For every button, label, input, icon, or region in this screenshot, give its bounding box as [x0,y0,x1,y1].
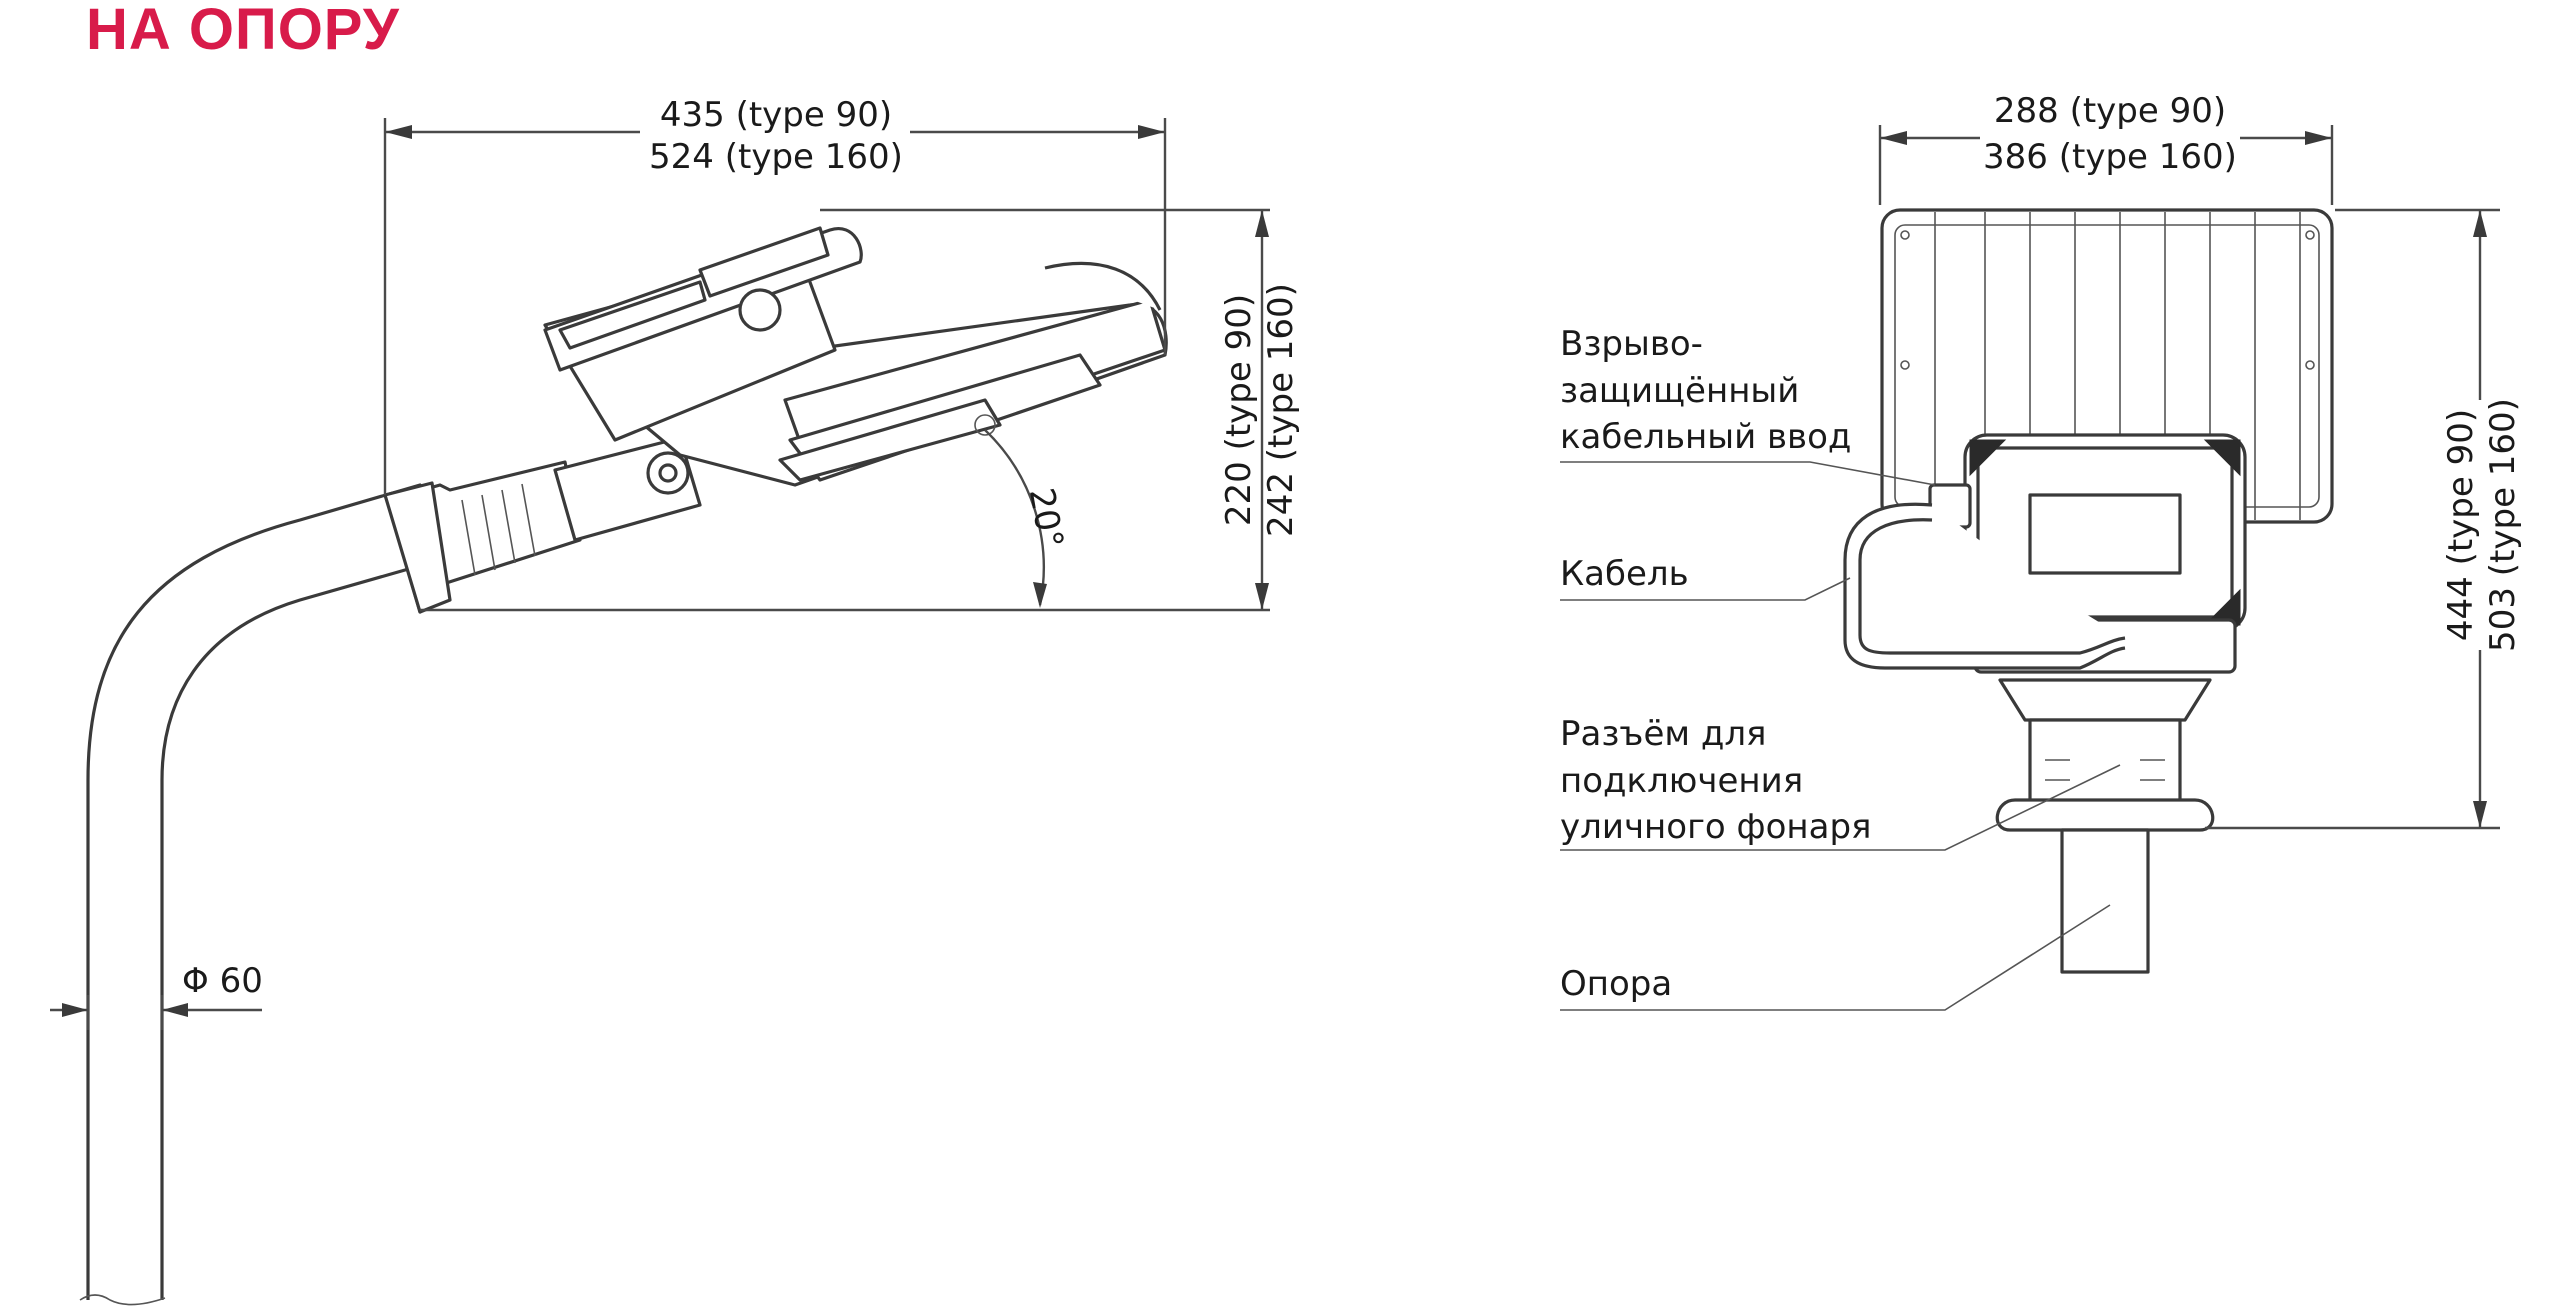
side-width-dimension: 435 (type 90) 524 (type 160) [383,92,1167,495]
front-height-label-1: 444 (type 90) [2441,409,2481,641]
pole-diameter-label: Φ 60 [182,961,263,1001]
callout-pole: Опора [1560,904,2111,1011]
callout-pole-label: Опора [1560,964,1672,1004]
callout-cable: Кабель [1560,554,1851,601]
callout-connector-line-1: Разъём для [1560,714,1767,754]
callout-cable-gland-line-3: кабельный ввод [1560,417,1851,457]
side-height-label-2: 242 (type 160) [1261,283,1301,537]
side-height-dimension: 220 (type 90) 242 (type 160) [420,208,1301,612]
pole-diameter-dimension: Φ 60 [50,961,263,1030]
angle-label: 20° [1021,485,1071,551]
side-width-label-1: 435 (type 90) [660,95,892,135]
callout-connector: Разъём для подключения уличного фонаря [1560,714,2121,851]
callout-cable-gland: Взрыво- защищённый кабельный ввод [1560,324,1936,486]
front-width-label-1: 288 (type 90) [1994,91,2226,131]
front-junction-box [1963,433,2247,674]
callout-cable-gland-line-1: Взрыво- [1560,324,1703,364]
callout-cable-label: Кабель [1560,554,1689,594]
front-cable [1843,483,2126,670]
front-connector [1995,678,2215,832]
side-view: 435 (type 90) 524 (type 160) 220 (type 9… [50,92,1301,1306]
front-width-dimension: 288 (type 90) 386 (type 160) [1878,88,2334,205]
side-bracket [383,436,702,614]
front-height-dimension: 444 (type 90) 503 (type 160) [2205,208,2530,830]
front-pole [2060,828,2150,974]
front-view: 288 (type 90) 386 (type 160) 444 (type 9… [1560,88,2530,1011]
page-title: НА ОПОРУ [86,0,400,62]
side-height-label-1: 220 (type 90) [1219,294,1259,526]
front-height-label-2: 503 (type 160) [2483,398,2523,652]
side-angle-dimension: 20° [984,429,1071,608]
callout-cable-gland-line-2: защищённый [1560,371,1799,411]
callout-connector-line-3: уличного фонаря [1560,807,1872,847]
side-width-label-2: 524 (type 160) [649,137,903,177]
side-pole [79,483,442,1306]
front-width-label-2: 386 (type 160) [1983,137,2237,177]
callout-connector-line-2: подключения [1560,761,1803,801]
side-luminaire [543,226,1168,487]
